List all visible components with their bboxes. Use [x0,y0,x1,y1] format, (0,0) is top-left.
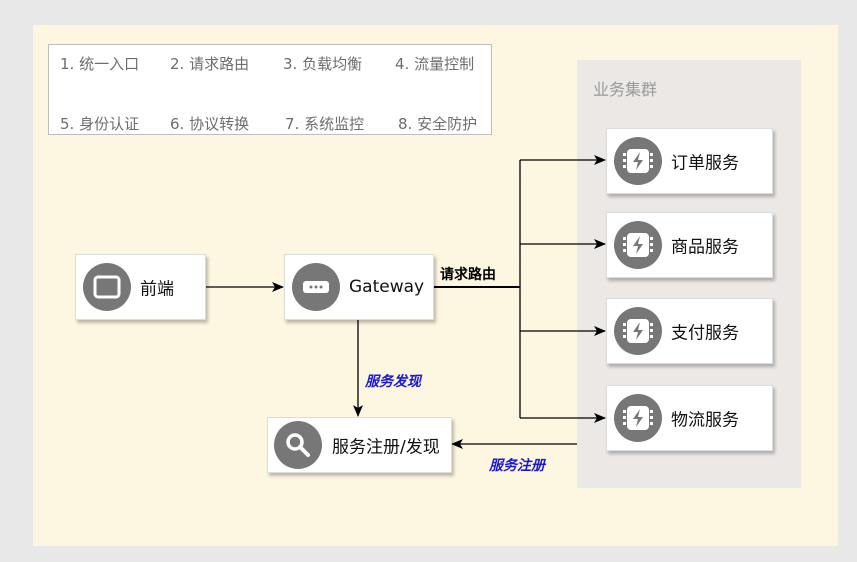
lightning-chip-icon [614,394,662,442]
features-list: 1. 统一入口 2. 请求路由 3. 负载均衡 4. 流量控制 5. 身份认证 … [48,44,492,135]
browser-window-icon [83,263,131,311]
registry-label: 服务注册/发现 [332,437,440,458]
frontend-label: 前端 [140,279,174,300]
feature-item: 6. 协议转换 [170,115,250,133]
search-icon [274,421,322,469]
feature-item: 8. 安全防护 [398,115,478,133]
service-node-payment[interactable]: 支付服务 [606,298,773,364]
service-label: 物流服务 [671,410,739,431]
service-label: 商品服务 [671,237,739,258]
feature-item: 2. 请求路由 [170,55,250,73]
feature-item: 1. 统一入口 [60,55,140,73]
feature-item: 3. 负载均衡 [283,55,363,73]
gateway-label: Gateway [349,277,425,297]
edge-label-registration: 服务注册 [489,458,545,474]
edge-label-routing: 请求路由 [440,267,496,283]
service-label: 支付服务 [671,323,739,344]
service-node-logistics[interactable]: 物流服务 [606,385,773,451]
lightning-chip-icon [614,307,662,355]
feature-item: 5. 身份认证 [60,115,140,133]
service-label: 订单服务 [671,153,739,174]
feature-item: 4. 流量控制 [395,55,475,73]
edge-label-discovery: 服务发现 [365,374,421,390]
service-node-order[interactable]: 订单服务 [606,128,773,194]
lightning-chip-icon [614,137,662,185]
cluster-title: 业务集群 [593,80,658,99]
gateway-node[interactable]: Gateway [284,254,434,320]
service-node-product[interactable]: 商品服务 [606,212,773,278]
feature-item: 7. 系统监控 [285,115,365,133]
ellipsis-icon [292,263,340,311]
frontend-node[interactable]: 前端 [75,254,206,320]
lightning-chip-icon [614,221,662,269]
registry-node[interactable]: 服务注册/发现 [267,417,452,473]
